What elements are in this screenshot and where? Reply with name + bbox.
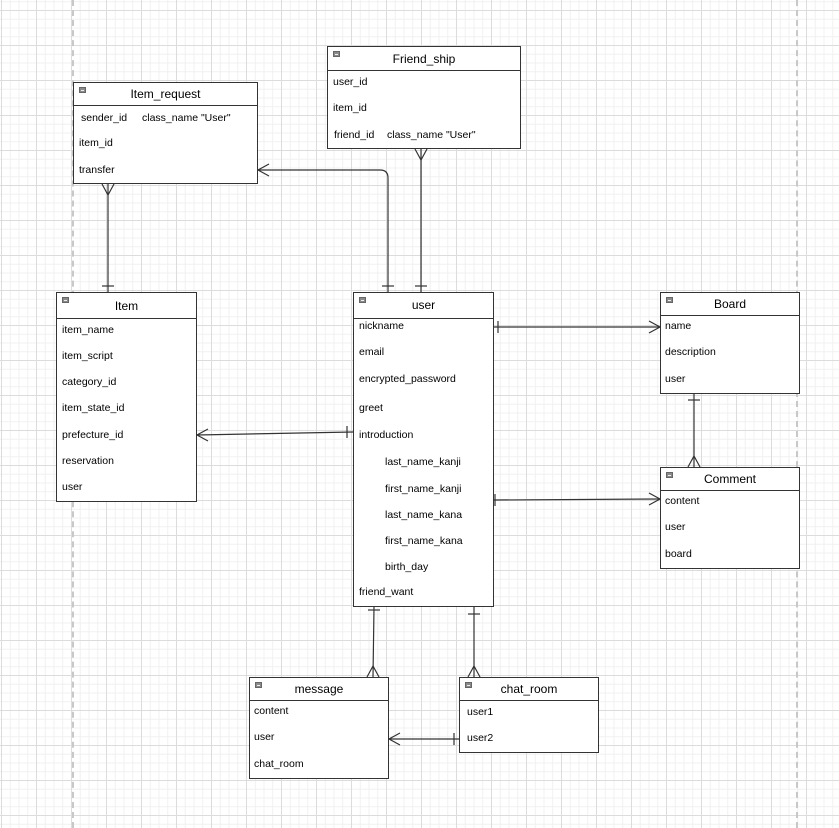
entity-header[interactable]: Item_request	[74, 83, 257, 106]
field[interactable]: user	[254, 731, 275, 743]
entity-header[interactable]: message	[250, 678, 388, 701]
connector-user-item-request[interactable]	[256, 163, 394, 292]
field[interactable]: user	[665, 521, 686, 533]
entity-header[interactable]: Friend_ship	[328, 47, 520, 71]
field[interactable]: first_name_kana	[385, 535, 463, 547]
field[interactable]: email	[359, 346, 385, 358]
entity-chat-room[interactable]: chat_room user1 user2	[459, 677, 599, 753]
entity-title: user	[411, 298, 436, 312]
entity-board[interactable]: Board name description user	[660, 292, 800, 394]
connector-user-board[interactable]	[494, 320, 662, 334]
entity-item[interactable]: Item item_name item_script category_id i…	[56, 292, 197, 502]
page-edge-right	[796, 0, 798, 828]
connector-user-chat-room[interactable]	[467, 607, 481, 678]
connector-chat-room-message[interactable]	[387, 732, 459, 746]
entity-comment[interactable]: Comment content user board	[660, 467, 800, 569]
entity-title: Item_request	[130, 87, 201, 101]
field[interactable]: last_name_kanji	[385, 456, 461, 468]
field[interactable]: user1	[467, 706, 494, 718]
field[interactable]: greet	[359, 402, 383, 414]
field[interactable]: content	[254, 705, 289, 717]
entity-header[interactable]: Board	[661, 293, 799, 316]
field[interactable]: reservation	[62, 455, 114, 467]
field[interactable]: last_name_kana	[385, 509, 463, 521]
field[interactable]: content	[665, 495, 700, 507]
field[interactable]: item_name	[62, 324, 114, 336]
field[interactable]: description	[665, 346, 716, 358]
field[interactable]: item_state_id	[62, 402, 125, 414]
collapse-icon[interactable]	[79, 87, 86, 93]
entity-header[interactable]: Item	[57, 293, 196, 319]
collapse-icon[interactable]	[255, 682, 262, 688]
entity-title: chat_room	[500, 682, 558, 696]
entity-header[interactable]: chat_room	[460, 678, 598, 701]
field-note: class_name "User"	[142, 112, 231, 124]
field[interactable]: user	[62, 481, 83, 493]
entity-header[interactable]: Comment	[661, 468, 799, 491]
field[interactable]: friend_id	[334, 129, 375, 141]
field[interactable]: introduction	[359, 429, 414, 441]
collapse-icon[interactable]	[666, 472, 673, 478]
collapse-icon[interactable]	[359, 297, 366, 303]
field[interactable]: encrypted_password	[359, 373, 456, 385]
entity-user[interactable]: user nickname email encrypted_password g…	[353, 292, 494, 607]
field[interactable]: user_id	[333, 76, 368, 88]
entity-item-request[interactable]: Item_request sender_id class_name "User"…	[73, 82, 258, 184]
connector-item-item-request[interactable]	[101, 183, 115, 292]
field[interactable]: user2	[467, 732, 494, 744]
field[interactable]: category_id	[62, 376, 117, 388]
field[interactable]: name	[665, 320, 692, 332]
entity-header[interactable]: user	[354, 293, 493, 319]
field[interactable]: prefecture_id	[62, 429, 124, 441]
entity-title: Item	[114, 299, 139, 313]
field[interactable]: birth_day	[385, 561, 429, 573]
connector-user-item[interactable]	[195, 426, 354, 442]
field[interactable]: chat_room	[254, 758, 304, 770]
field[interactable]: item_script	[62, 350, 113, 362]
field[interactable]: transfer	[79, 164, 115, 176]
collapse-icon[interactable]	[666, 297, 673, 303]
entity-title: message	[294, 682, 344, 696]
entity-friend-ship[interactable]: Friend_ship user_id item_id friend_id cl…	[327, 46, 521, 149]
connector-user-friend-ship[interactable]	[414, 148, 428, 292]
field-note: class_name "User"	[387, 129, 476, 141]
entity-title: Friend_ship	[392, 52, 456, 66]
collapse-icon[interactable]	[333, 51, 340, 57]
field[interactable]: board	[665, 548, 692, 560]
field[interactable]: first_name_kanji	[385, 483, 462, 495]
entity-title: Comment	[703, 472, 756, 486]
collapse-icon[interactable]	[62, 297, 69, 303]
field[interactable]: friend_want	[359, 586, 414, 598]
connector-board-comment[interactable]	[687, 394, 701, 468]
field[interactable]: sender_id	[81, 112, 128, 124]
field[interactable]: nickname	[359, 320, 404, 332]
entity-message[interactable]: message content user chat_room	[249, 677, 389, 779]
entity-title: Board	[713, 297, 747, 311]
collapse-icon[interactable]	[465, 682, 472, 688]
connector-user-comment[interactable]	[493, 492, 662, 506]
field[interactable]: user	[665, 373, 686, 385]
field[interactable]: item_id	[79, 137, 113, 149]
field[interactable]: item_id	[333, 102, 367, 114]
connector-user-message[interactable]	[366, 606, 380, 678]
